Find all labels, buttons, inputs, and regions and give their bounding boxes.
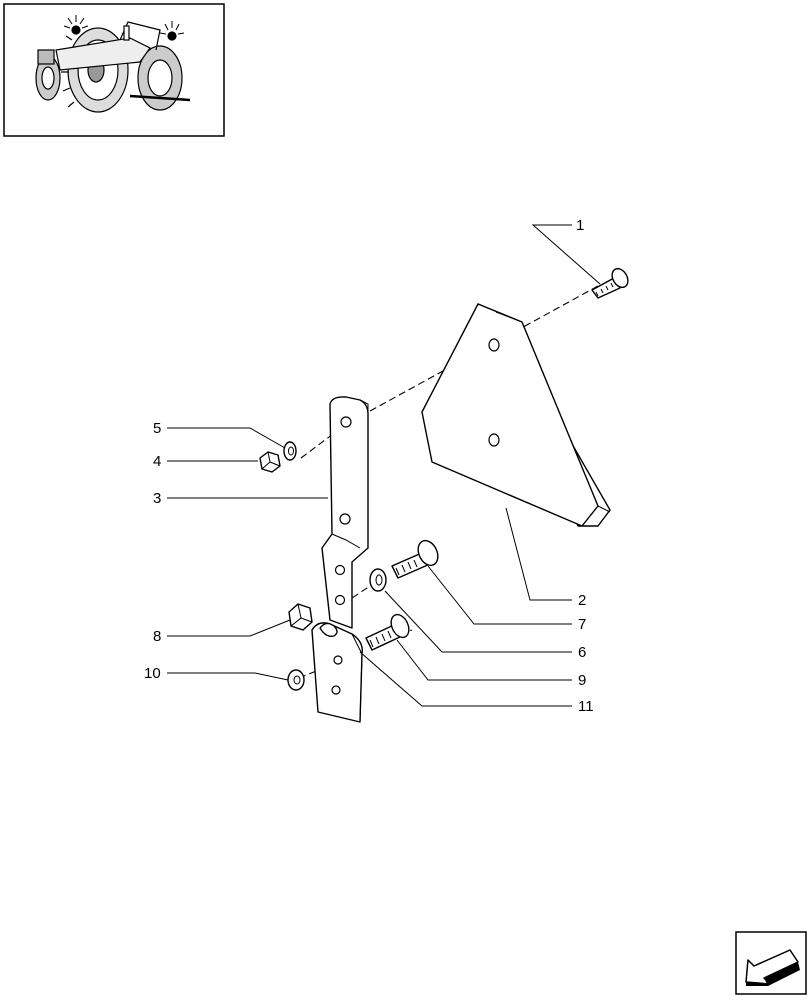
- callout-6: 6: [578, 644, 586, 661]
- callout-10: 10: [144, 665, 161, 682]
- leader-lines: [167, 224, 601, 707]
- callout-1: 1: [576, 217, 584, 234]
- callout-3: 3: [153, 490, 161, 507]
- nut-8: [288, 603, 313, 631]
- arrow-back-icon: [745, 949, 800, 986]
- bolt-7: [391, 539, 439, 579]
- callout-2: 2: [578, 592, 586, 609]
- callout-11: 11: [578, 698, 594, 715]
- callout-4: 4: [153, 453, 161, 470]
- callout-labels: 1 2 3 4 5 6 7 8 9 10 11: [144, 217, 594, 715]
- washer-6: [369, 568, 387, 592]
- callout-7: 7: [578, 616, 586, 633]
- callout-8: 8: [153, 628, 161, 645]
- reflector-plate: [421, 303, 611, 527]
- bracket: [321, 396, 369, 629]
- washer-5: [283, 441, 297, 461]
- tractor-icon: [35, 15, 191, 113]
- callout-5: 5: [153, 420, 161, 437]
- bolt-1: [591, 267, 629, 299]
- back-nav-button[interactable]: [735, 931, 807, 995]
- tractor-thumbnail[interactable]: [3, 3, 225, 137]
- clamp-plate: [311, 622, 363, 723]
- callout-9: 9: [578, 672, 586, 689]
- nut-4: [259, 451, 281, 473]
- bolt-9: [365, 613, 410, 651]
- washer-10: [287, 669, 305, 691]
